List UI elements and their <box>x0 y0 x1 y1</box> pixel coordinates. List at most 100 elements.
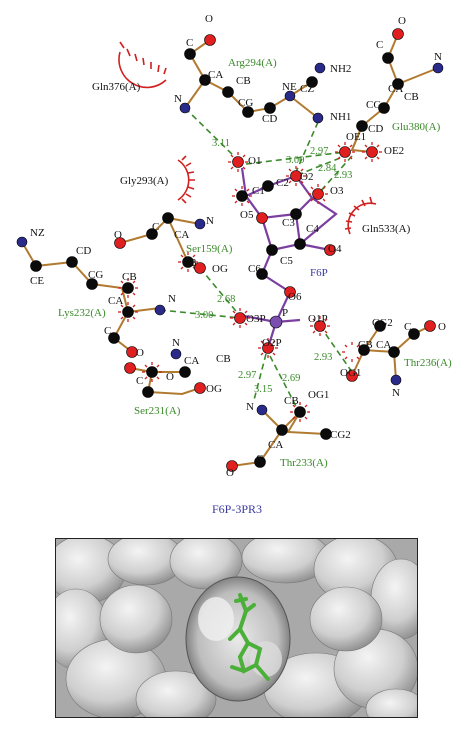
hbond-distance-label: 2.93 <box>314 352 332 363</box>
svg-text:N: N <box>246 401 254 413</box>
svg-text:N: N <box>168 293 176 305</box>
svg-text:O2P: O2P <box>262 337 282 349</box>
svg-text:O2: O2 <box>300 171 313 183</box>
svg-text:NH1: NH1 <box>330 111 351 123</box>
hbond-distance-label: 2.68 <box>217 294 235 305</box>
hbond-distance-label: 2.69 <box>282 373 300 384</box>
svg-text:O: O <box>205 13 213 25</box>
svg-text:NE: NE <box>282 81 297 93</box>
ligand-atoms <box>232 156 336 354</box>
residue-label-lys232: Lys232(A) <box>58 307 106 319</box>
svg-text:CG: CG <box>88 269 103 281</box>
svg-text:O1: O1 <box>248 155 261 167</box>
svg-text:C5: C5 <box>280 255 293 267</box>
svg-text:CD: CD <box>76 245 91 257</box>
svg-text:OG: OG <box>206 383 222 395</box>
protein-surface-render <box>55 538 418 718</box>
svg-text:C4: C4 <box>306 223 319 235</box>
svg-text:CD: CD <box>368 123 383 135</box>
svg-text:CZ: CZ <box>300 83 314 95</box>
hydrophobic-arc-gln376 <box>118 41 167 89</box>
svg-text:O3: O3 <box>330 185 344 197</box>
svg-text:NZ: NZ <box>30 227 45 239</box>
svg-text:C: C <box>404 321 411 333</box>
svg-text:O: O <box>114 229 122 241</box>
hydrogen-bonds <box>159 107 353 411</box>
svg-text:O: O <box>438 321 446 333</box>
svg-text:CB: CB <box>122 271 137 283</box>
svg-text:CA: CA <box>388 83 403 95</box>
svg-text:CA: CA <box>108 295 123 307</box>
svg-text:C: C <box>256 453 263 465</box>
hydrophobic-arc-gln533 <box>344 196 377 235</box>
figure-caption: F6P-3PR3 <box>211 502 263 516</box>
residue-label-gln376: Gln376(A) <box>92 81 141 93</box>
svg-text:CB: CB <box>236 75 251 87</box>
svg-text:CB: CB <box>404 91 419 103</box>
svg-text:CA: CA <box>376 339 391 351</box>
surface-image <box>56 539 417 717</box>
svg-text:O1P: O1P <box>308 313 328 325</box>
svg-text:C2: C2 <box>276 177 289 189</box>
svg-text:N: N <box>206 215 214 227</box>
residue-label-ser159: Ser159(A) <box>186 243 233 255</box>
svg-text:O: O <box>136 347 144 359</box>
ligand-sticks <box>228 593 270 681</box>
svg-text:CD: CD <box>262 113 277 125</box>
residue-label-glu380: Glu380(A) <box>392 121 441 133</box>
svg-text:CG: CG <box>238 97 253 109</box>
svg-text:OG1: OG1 <box>308 389 329 401</box>
svg-text:C1: C1 <box>252 185 265 197</box>
svg-text:O6: O6 <box>288 291 302 303</box>
residue-label-gln533: Gln533(A) <box>362 223 411 235</box>
svg-text:C: C <box>136 375 143 387</box>
svg-text:OG: OG <box>212 263 228 275</box>
svg-text:N: N <box>434 51 442 63</box>
hbond-distance-label: 2.93 <box>334 170 352 181</box>
svg-text:OE1: OE1 <box>346 131 366 143</box>
svg-text:C: C <box>186 37 193 49</box>
residue-label-gly293: Gly293(A) <box>120 175 169 187</box>
svg-text:CA: CA <box>174 229 189 241</box>
svg-text:C: C <box>376 39 383 51</box>
svg-text:CB: CB <box>284 395 299 407</box>
svg-text:O: O <box>166 371 174 383</box>
hbond-distance-label: 3.11 <box>212 138 230 149</box>
residue-atoms <box>16 28 444 472</box>
hbond-distance-label: 3.00 <box>286 155 304 166</box>
hbond-distance-label: 2.84 <box>318 163 337 174</box>
residue-label-ser231: Ser231(A) <box>134 405 181 417</box>
svg-text:N: N <box>174 93 182 105</box>
svg-text:OE2: OE2 <box>384 145 404 157</box>
svg-text:CB: CB <box>216 353 231 365</box>
svg-text:CG2: CG2 <box>330 429 351 441</box>
hydrophobic-contacts <box>118 41 377 235</box>
svg-text:CE: CE <box>30 275 44 287</box>
svg-text:P: P <box>282 307 288 319</box>
svg-text:CA: CA <box>184 355 199 367</box>
ligand-label: F6P <box>310 267 328 279</box>
svg-text:O: O <box>398 15 406 27</box>
svg-text:C3: C3 <box>282 217 295 229</box>
residue-label-thr233: Thr233(A) <box>280 457 328 469</box>
svg-text:CG2: CG2 <box>372 317 393 329</box>
svg-text:CA: CA <box>268 439 283 451</box>
svg-text:N: N <box>172 337 180 349</box>
residue-label-thr236: Thr236(A) <box>404 357 452 369</box>
svg-text:CB: CB <box>182 257 197 269</box>
svg-text:OG1: OG1 <box>340 367 361 379</box>
svg-text:N: N <box>392 387 400 399</box>
svg-text:NH2: NH2 <box>330 63 351 75</box>
svg-text:CB: CB <box>358 339 373 351</box>
svg-text:O: O <box>226 467 234 479</box>
svg-text:O3P: O3P <box>246 313 266 325</box>
svg-text:C: C <box>104 325 111 337</box>
hbond-distance-label: 2.97 <box>238 370 256 381</box>
ligplot-diagram: 3.11 3.00 2.97 2.84 2.93 2.68 3.00 2.93 … <box>16 13 452 479</box>
svg-text:CG: CG <box>366 99 381 111</box>
hbond-distance-label: 2.97 <box>310 146 328 157</box>
residue-label-arg294: Arg294(A) <box>228 57 277 69</box>
hydrophobic-arc-gly293 <box>177 155 195 204</box>
svg-text:O4: O4 <box>328 243 342 255</box>
atom-labels: C O CA CB CG CD NE CZ NH1 NH2 N O C N CA… <box>30 13 446 479</box>
